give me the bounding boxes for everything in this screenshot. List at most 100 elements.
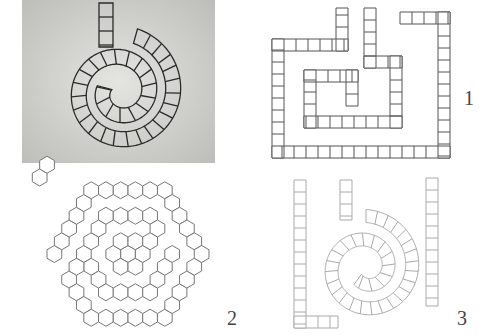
hex-cell	[84, 309, 99, 326]
hex-cell	[69, 258, 84, 275]
cell-divider	[328, 70, 329, 82]
cell-divider	[364, 32, 376, 33]
cell-divider	[397, 230, 406, 239]
cell-divider	[336, 27, 348, 28]
cell-divider	[346, 94, 358, 95]
cell-divider	[403, 279, 415, 283]
cell-divider	[136, 103, 148, 112]
cell-divider	[159, 111, 172, 118]
cell-divider	[342, 116, 343, 128]
cell-divider	[139, 69, 151, 78]
cell-divider	[272, 110, 284, 111]
cell-divider	[282, 146, 283, 158]
cell-divider	[354, 116, 355, 128]
cell-divider	[438, 84, 450, 85]
cell-divider	[294, 312, 306, 313]
cell-divider	[73, 82, 88, 85]
cell-divider	[438, 132, 450, 133]
track-segment	[272, 39, 284, 158]
cell-divider	[272, 122, 284, 123]
cell-divider	[426, 262, 438, 263]
cell-divider	[163, 65, 177, 71]
cell-divider	[128, 107, 135, 120]
cell-divider	[380, 273, 392, 277]
cell-divider	[304, 80, 316, 81]
cell-divider	[126, 132, 128, 147]
hex-cell	[113, 233, 128, 250]
cell-divider	[306, 316, 307, 328]
cell-divider	[318, 316, 319, 328]
cell-divider	[294, 216, 306, 217]
cell-divider	[99, 16, 113, 17]
cell-divider	[377, 242, 385, 253]
cell-divider	[306, 116, 307, 128]
cell-divider	[330, 146, 331, 158]
hex-cell	[128, 182, 143, 199]
cell-divider	[438, 120, 450, 121]
cell-divider	[272, 146, 284, 147]
track-segment	[304, 116, 402, 128]
cell-divider	[414, 146, 415, 158]
cell-divider	[344, 39, 345, 51]
track-segment	[336, 8, 348, 51]
cell-divider	[113, 131, 115, 146]
cell-divider	[448, 12, 449, 24]
cell-divider	[143, 35, 150, 48]
track-segment	[272, 146, 450, 158]
cell-divider	[438, 36, 450, 37]
cell-divider	[141, 96, 156, 99]
cell-divider	[438, 60, 450, 61]
hex-cell	[113, 207, 128, 224]
hex-cell	[113, 284, 128, 301]
cell-divider	[294, 146, 295, 158]
square-track	[272, 8, 450, 158]
cell-divider	[294, 288, 306, 289]
cell-divider	[327, 261, 340, 263]
cell-divider	[426, 298, 438, 299]
cell-divider	[100, 52, 107, 65]
hex-cell	[84, 182, 99, 199]
hex-cell	[128, 284, 143, 301]
cell-divider	[426, 238, 438, 239]
cell-divider	[304, 92, 316, 93]
cell-divider	[402, 146, 403, 158]
cell-divider	[272, 134, 284, 135]
cell-divider	[294, 240, 306, 241]
cell-divider	[294, 252, 306, 253]
cell-divider	[330, 316, 331, 328]
cell-divider	[99, 44, 113, 45]
figure-number: 2	[227, 308, 237, 328]
cell-divider	[304, 104, 316, 105]
track-segment	[346, 70, 358, 106]
cell-divider	[134, 58, 142, 71]
cell-divider	[294, 204, 306, 205]
hex-cell	[128, 309, 143, 326]
cell-divider	[369, 278, 372, 291]
cell-divider	[390, 80, 402, 81]
cell-divider	[336, 39, 348, 40]
cell-divider	[272, 98, 284, 99]
cell-divider	[438, 48, 450, 49]
cell-divider	[332, 39, 333, 51]
cell-divider	[97, 87, 112, 90]
cell-divider	[306, 146, 307, 158]
track-band	[325, 210, 419, 315]
cell-divider	[378, 301, 382, 313]
cell-divider	[332, 250, 343, 256]
cell-divider	[354, 146, 355, 158]
cell-divider	[79, 114, 91, 123]
paper	[22, 0, 215, 163]
cell-divider	[272, 86, 284, 87]
cell-divider	[101, 127, 106, 141]
cell-divider	[390, 104, 402, 105]
cell-divider	[136, 130, 142, 144]
figure-number: 3	[457, 308, 467, 328]
cell-divider	[401, 239, 412, 246]
cell-divider	[383, 216, 388, 228]
cell-divider	[366, 116, 367, 128]
cell-divider	[364, 20, 376, 21]
cell-divider	[370, 302, 372, 315]
hex-cell	[143, 309, 158, 326]
cell-divider	[152, 44, 162, 55]
cell-divider	[405, 270, 418, 272]
